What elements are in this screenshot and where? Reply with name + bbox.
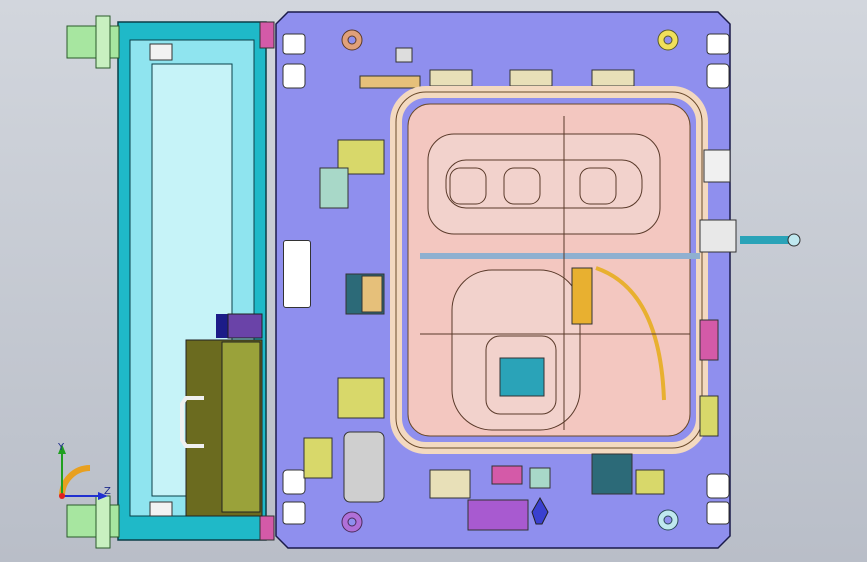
bottom-clamps[interactable] (429, 453, 665, 531)
right-clamps[interactable] (699, 149, 801, 437)
handle-block[interactable] (180, 313, 263, 517)
part-body (420, 116, 700, 431)
end-roller-top[interactable] (66, 15, 120, 69)
top-clamps[interactable] (359, 47, 635, 89)
z-axis-label: Z (104, 486, 111, 497)
lift-ring-top-right (657, 29, 679, 51)
coordinate-triad (48, 440, 118, 510)
end-roller-bottom[interactable] (66, 495, 120, 549)
lift-ring-bottom-right (657, 509, 679, 531)
slider-frame[interactable] (117, 21, 275, 541)
lift-ring-top-left (341, 29, 363, 51)
lift-ring-bottom-left (341, 511, 363, 533)
left-locators[interactable] (303, 139, 385, 503)
plate-label (283, 240, 311, 308)
y-axis-label: Y (58, 442, 65, 453)
